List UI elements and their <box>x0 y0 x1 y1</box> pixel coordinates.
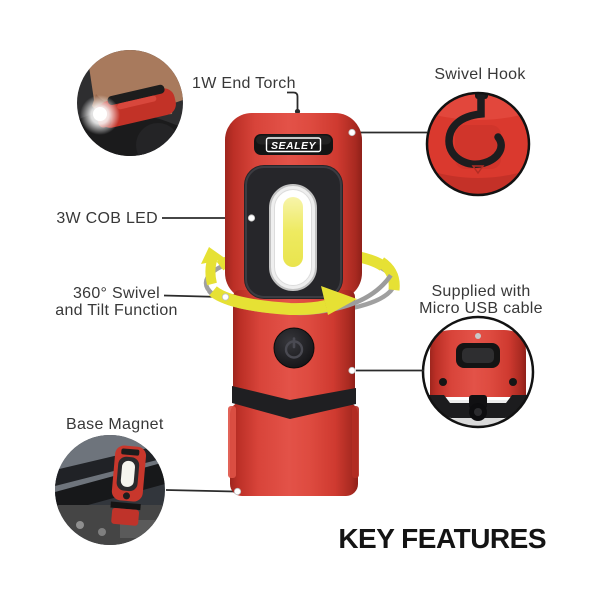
callout-label-micro-usb: Supplied with Micro USB cable <box>419 283 543 317</box>
torch-on-magnet <box>110 445 147 526</box>
line-end-torch <box>287 91 299 110</box>
cob-led-panel <box>244 165 343 299</box>
callout-label-swivel-hook: Swivel Hook <box>434 66 526 83</box>
callout-dots <box>221 128 356 496</box>
swivel-arrowhead-right <box>321 286 357 315</box>
base-magnet-photo <box>55 435 165 545</box>
callout-label-base-magnet: Base Magnet <box>66 416 164 433</box>
callout-label-end-torch: 1W End Torch <box>192 75 296 92</box>
work-light-product: SEALEY <box>225 113 362 496</box>
separator-band <box>232 386 356 419</box>
hook-photo-ring <box>425 91 531 197</box>
hook-icon <box>445 93 505 168</box>
callout-label-swivel-tilt: 360° Swivel and Tilt Function <box>55 285 178 319</box>
light-base <box>230 402 358 496</box>
key-features-heading: KEY FEATURES <box>338 523 546 554</box>
power-button <box>273 327 315 369</box>
cob-led-strip <box>283 197 303 267</box>
end-torch-photo <box>77 50 183 156</box>
line-base-magnet <box>165 489 235 493</box>
sealey-logo: SEALEY <box>254 134 333 155</box>
callout-label-cob-led: 3W COB LED <box>56 210 158 227</box>
sealey-logo-text: SEALEY <box>271 140 317 152</box>
usb-photo-ring <box>421 315 535 429</box>
